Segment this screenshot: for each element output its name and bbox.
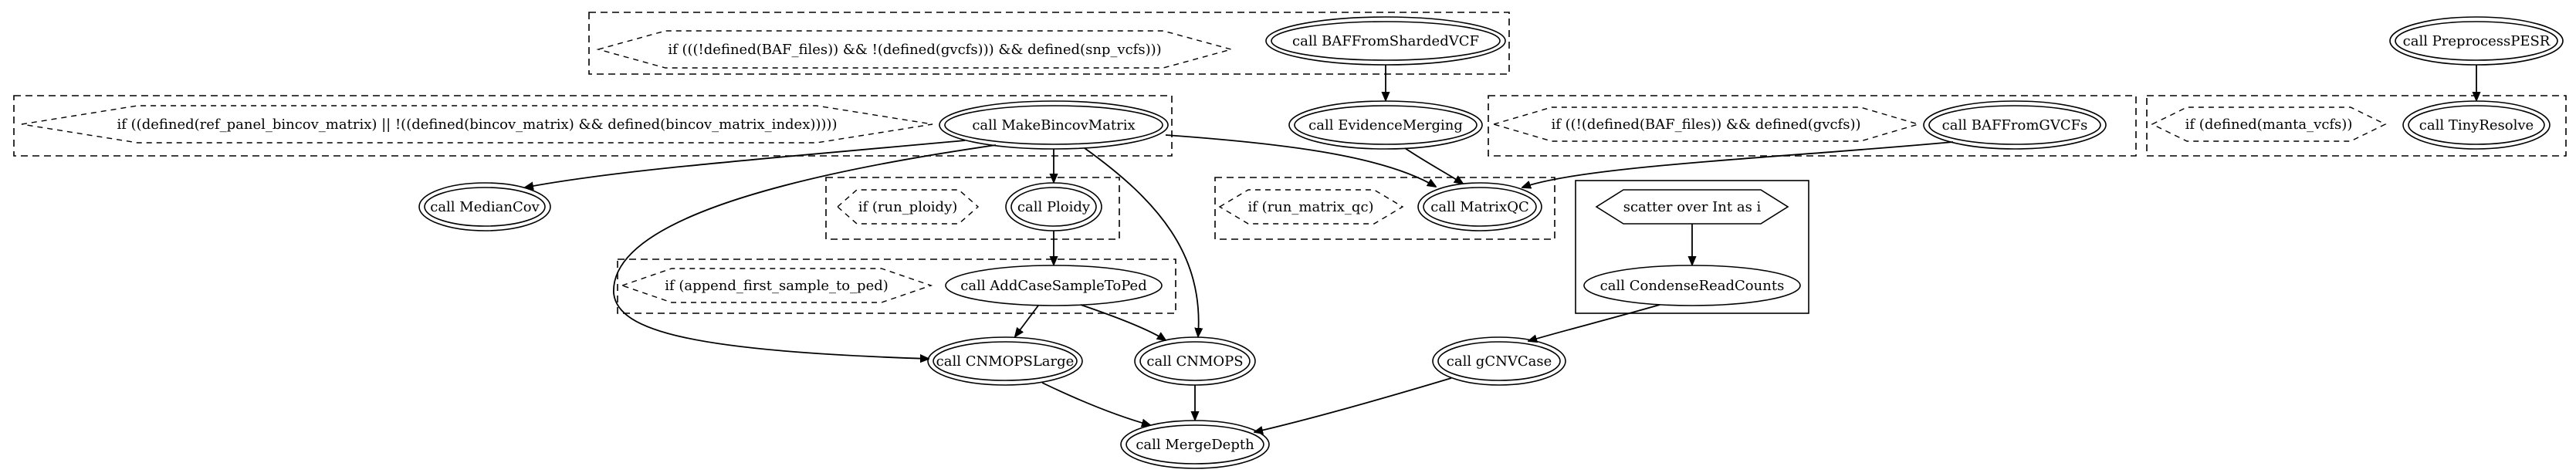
condition-matrix-qc-label: if (run_matrix_qc) — [1247, 199, 1373, 215]
condition-manta-label: if (defined(manta_vcfs)) — [2185, 117, 2353, 133]
call-condense-read-counts-label: call CondenseReadCounts — [1600, 278, 1785, 294]
cluster-baf-gvcfs — [1488, 95, 2137, 157]
call-cnmops-label: call CNMOPS — [1146, 353, 1243, 370]
condition-manta: if (defined(manta_vcfs)) — [2151, 106, 2387, 142]
call-evidence-merging[interactable]: call EvidenceMerging — [1288, 100, 1483, 150]
call-condense-read-counts[interactable]: call CondenseReadCounts — [1583, 265, 1801, 306]
call-add-case-sample-to-ped-label: call AddCaseSampleToPed — [960, 278, 1146, 294]
call-evidence-merging-label: call EvidenceMerging — [1308, 117, 1463, 133]
cluster-append — [617, 258, 1176, 314]
call-ploidy-label: call Ploidy — [1017, 199, 1091, 215]
edge-addcase-to-cnmopslarge — [1015, 305, 1039, 336]
condition-matrix-qc: if (run_matrix_qc) — [1218, 189, 1404, 225]
cluster-baf-sharded — [588, 12, 1510, 75]
call-baf-from-sharded-vcf[interactable]: call BAFFromShardedVCF — [1265, 16, 1506, 66]
call-baf-from-sharded-vcf-label: call BAFFromShardedVCF — [1292, 33, 1479, 49]
call-ploidy[interactable]: call Ploidy — [1005, 182, 1102, 231]
call-merge-depth-label: call MergeDepth — [1136, 437, 1254, 453]
cluster-ploidy — [825, 177, 1120, 240]
call-merge-depth[interactable]: call MergeDepth — [1120, 420, 1270, 469]
call-gcnv-case[interactable]: call gCNVCase — [1432, 336, 1566, 386]
call-make-bincov-matrix[interactable]: call MakeBincovMatrix — [939, 100, 1169, 150]
call-cnmops[interactable]: call CNMOPS — [1134, 336, 1256, 386]
call-median-cov-label: call MedianCov — [430, 199, 540, 215]
call-gcnv-case-label: call gCNVCase — [1447, 353, 1552, 370]
cluster-matrix-qc — [1214, 177, 1555, 240]
call-matrix-qc[interactable]: call MatrixQC — [1417, 182, 1542, 231]
call-median-cov[interactable]: call MedianCov — [418, 182, 551, 231]
edge-bincov-to-mediancov — [525, 140, 966, 188]
call-cnmops-large-label: call CNMOPSLarge — [936, 353, 1075, 370]
condition-append-label: if (append_first_sample_to_ped) — [665, 278, 889, 294]
condition-baf-gvcfs-label: if ((!(defined(BAF_files)) && defined(gv… — [1551, 117, 1860, 133]
condition-baf-sharded: if (((!defined(BAF_files)) && !(defined(… — [596, 30, 1234, 69]
condition-baf-gvcfs: if ((!(defined(BAF_files)) && defined(gv… — [1491, 106, 1921, 142]
call-baf-from-gvcfs[interactable]: call BAFFromGVCFs — [1923, 100, 2107, 150]
cluster-bincov — [13, 95, 1173, 157]
cluster-manta — [2146, 95, 2567, 157]
edge-baf-gvcfs-to-matrixqc — [1522, 141, 1954, 188]
call-preprocess-pesr[interactable]: call PreprocessPESR — [2389, 16, 2564, 66]
condition-ploidy-label: if (run_ploidy) — [858, 199, 958, 215]
scatter-node: scatter over Int as i — [1595, 189, 1789, 225]
edge-gcnv-to-mergedepth — [1254, 377, 1452, 432]
call-add-case-sample-to-ped[interactable]: call AddCaseSampleToPed — [945, 265, 1163, 306]
condition-baf-sharded-label: if (((!defined(BAF_files)) && !(defined(… — [668, 42, 1161, 58]
condition-bincov-label: if ((defined(ref_panel_bincov_matrix) ||… — [117, 117, 838, 133]
call-tiny-resolve-label: call TinyResolve — [2419, 117, 2534, 133]
edge-condense-to-gcnv — [1528, 304, 1660, 341]
scatter-label: scatter over Int as i — [1623, 199, 1762, 215]
edge-bincov-to-cnmopslarge — [613, 144, 997, 359]
edge-bincov-to-cnmops — [1084, 147, 1199, 336]
call-make-bincov-matrix-label: call MakeBincovMatrix — [972, 117, 1135, 133]
edge-addcase-to-cnmops — [1080, 304, 1166, 340]
edge-bincov-to-matrixqc — [1165, 134, 1436, 187]
condition-append: if (append_first_sample_to_ped) — [620, 268, 933, 303]
edge-evidence-to-matrixqc — [1404, 147, 1463, 184]
edge-cnmopslarge-to-mergedepth — [1041, 382, 1150, 425]
cluster-scatter — [1575, 180, 1809, 314]
call-baf-from-gvcfs-label: call BAFFromGVCFs — [1942, 117, 2088, 133]
condition-ploidy: if (run_ploidy) — [836, 189, 980, 225]
call-matrix-qc-label: call MatrixQC — [1430, 199, 1529, 215]
call-tiny-resolve[interactable]: call TinyResolve — [2402, 100, 2551, 150]
call-cnmops-large[interactable]: call CNMOPSLarge — [927, 336, 1083, 386]
call-preprocess-pesr-label: call PreprocessPESR — [2403, 33, 2551, 49]
condition-bincov: if ((defined(ref_panel_bincov_matrix) ||… — [21, 105, 933, 144]
